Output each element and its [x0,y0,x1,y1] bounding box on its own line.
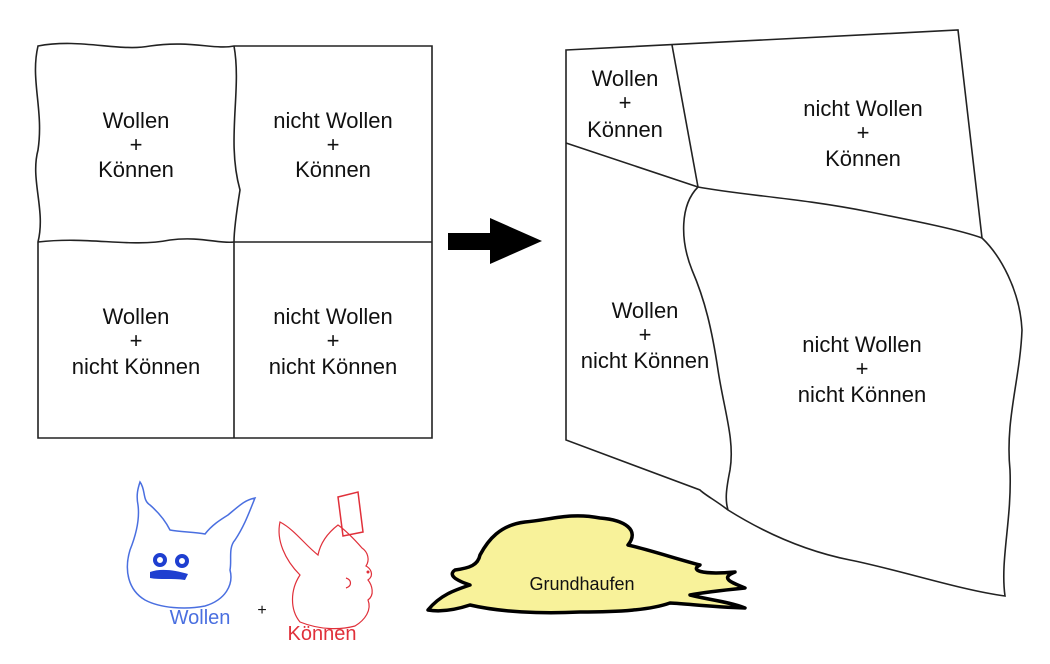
cell-line: + [130,328,143,353]
plus-sign: + [257,602,266,619]
region-line: Können [587,117,663,142]
koennen-label: Können [288,623,357,645]
left-cell-nicht-wollen-koennen: nicht Wollen + Können [273,108,392,182]
map-divider [565,142,699,188]
left-cell-wollen-nicht-koennen: Wollen + nicht Können [72,304,200,379]
region-line: + [856,356,869,381]
region-line: + [639,322,652,347]
cell-line: nicht Wollen [273,108,392,133]
region-line: Wollen [592,66,659,91]
cell-line: Können [295,157,371,182]
cell-line: nicht Können [269,354,397,379]
left-grid [34,42,433,439]
cell-line: + [327,132,340,157]
koennen-creature-icon [278,491,373,630]
region-line: + [619,90,632,115]
region-line: nicht Wollen [803,96,922,121]
region-line: nicht Können [581,348,709,373]
region-line: Wollen [612,298,679,323]
left-cell-wollen-koennen: Wollen + Können [98,108,174,182]
map-blob-boundary [682,186,733,511]
arrow-right-icon [448,218,542,264]
grundhaufen-label: Grundhaufen [529,574,634,594]
grid-vertical-divider [233,45,241,438]
right-region-wollen-nicht-koennen: Wollen + nicht Können [581,298,709,373]
right-map [565,29,1023,597]
grid-horizontal-divider [37,238,432,244]
wollen-label: Wollen [170,607,231,629]
wollen-creature-icon [126,480,257,609]
cell-line: Wollen [103,108,170,133]
map-divider [697,186,983,239]
cell-line: + [327,328,340,353]
right-region-nicht-wollen-nicht-koennen: nicht Wollen + nicht Können [798,332,926,407]
map-divider [671,44,699,188]
cell-line: + [130,132,143,157]
cell-line: Wollen [103,304,170,329]
right-region-wollen-koennen: Wollen + Können [587,66,663,142]
region-line: nicht Können [798,382,926,407]
cell-line: nicht Wollen [273,304,392,329]
grundhaufen-heap-icon: Grundhaufen [426,514,747,615]
cell-line: Können [98,157,174,182]
region-line: + [857,120,870,145]
cell-line: nicht Können [72,354,200,379]
region-line: nicht Wollen [802,332,921,357]
grid-outline [34,42,433,439]
region-line: Können [825,146,901,171]
left-cell-nicht-wollen-nicht-koennen: nicht Wollen + nicht Können [269,304,397,379]
right-region-nicht-wollen-koennen: nicht Wollen + Können [803,96,922,171]
map-outline [565,29,1023,597]
